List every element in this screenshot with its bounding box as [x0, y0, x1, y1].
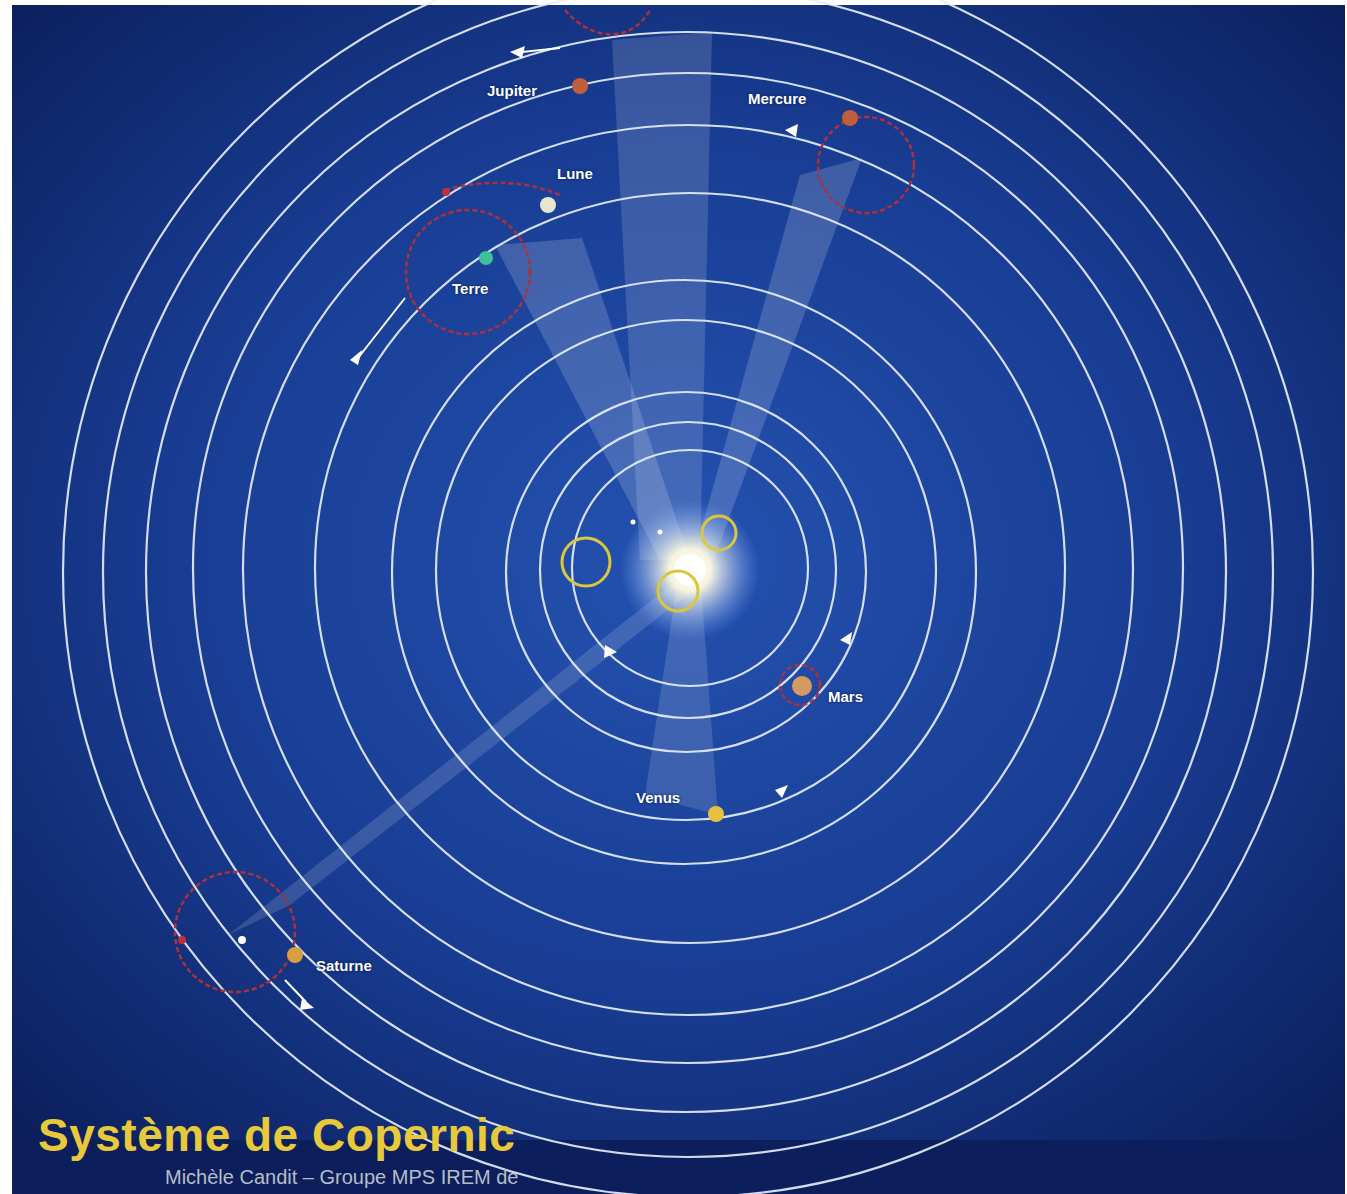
epicycle	[780, 665, 820, 705]
orbit	[103, 0, 1273, 1157]
orbit	[193, 73, 1183, 1063]
arrow-mark	[775, 785, 788, 798]
epicycle	[175, 872, 295, 992]
arrow-mark	[350, 350, 362, 365]
stars	[631, 520, 663, 535]
planet-name: Saturne	[316, 957, 372, 974]
epicycle	[445, 183, 560, 195]
arrow-mark	[785, 124, 798, 137]
planet-mercury	[842, 110, 858, 126]
orbit	[146, 32, 1226, 1112]
planet-dot	[178, 936, 186, 944]
planet-dot	[238, 936, 246, 944]
ring	[562, 538, 610, 586]
arrow-stroke	[358, 298, 405, 358]
small-rings	[562, 516, 736, 611]
arrow-mark	[604, 645, 617, 658]
planet-name: Mercure	[748, 90, 806, 107]
orbit	[243, 125, 1133, 1015]
night-sky	[12, 5, 1345, 1155]
orbit	[436, 320, 936, 820]
planet-earth	[479, 251, 493, 265]
light-beam	[228, 570, 700, 935]
orbit	[540, 422, 836, 718]
epicycle	[406, 210, 530, 334]
arrow-stroke	[285, 980, 306, 1002]
direction-arrows	[300, 46, 852, 1010]
orbit	[315, 193, 1065, 943]
planets	[178, 78, 858, 963]
arrow-mark	[300, 998, 314, 1010]
planet-name: Mars	[828, 688, 863, 705]
orbit	[506, 392, 866, 752]
watermark: Michèle Candit – Groupe MPS IREM de	[165, 1166, 519, 1189]
sun	[620, 500, 760, 640]
ring	[702, 516, 736, 550]
diagram-title: Système de Copernic	[38, 1108, 515, 1162]
star	[658, 530, 663, 535]
planet-mars	[792, 676, 812, 696]
epicycle	[565, 10, 650, 34]
planet-name: Terre	[452, 280, 488, 297]
orbit	[63, 0, 1313, 1194]
epicycle	[818, 117, 914, 213]
direction-strokes	[285, 48, 560, 1002]
planet-venus	[708, 806, 724, 822]
orbit	[572, 450, 808, 686]
planet-dot	[442, 188, 450, 196]
arrow-stroke	[522, 48, 560, 52]
ring	[658, 571, 698, 611]
planet-moon	[540, 197, 556, 213]
star	[631, 520, 636, 525]
orbits	[63, 0, 1313, 1194]
planet-saturn	[287, 947, 303, 963]
planet-name: Venus	[636, 789, 680, 806]
planet-name: Lune	[557, 165, 593, 182]
arrow-mark	[840, 632, 852, 645]
planet-name: Jupiter	[487, 82, 537, 99]
epicycles	[175, 10, 914, 992]
planet-jupiter	[572, 78, 588, 94]
light-beam	[612, 32, 712, 560]
orbit	[392, 280, 976, 864]
light-beams	[228, 32, 862, 935]
